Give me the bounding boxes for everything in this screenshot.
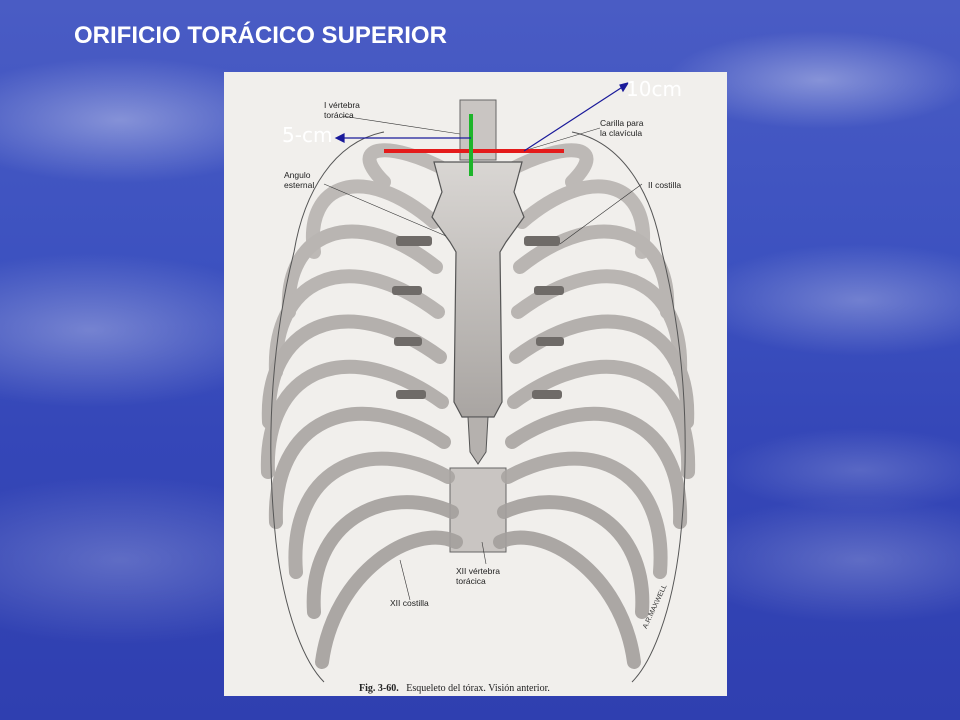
width-measure-label: 10cm	[626, 77, 682, 101]
measure-pointers	[334, 82, 630, 152]
left-ribs	[260, 143, 463, 669]
label-leader-lines	[323, 115, 643, 601]
label-twelfth-rib: XII costilla	[390, 598, 429, 608]
caption-text: Esqueleto del tórax. Visión anterior.	[406, 683, 550, 694]
costal-cartilage-accents	[392, 236, 564, 399]
label-clavicle-facet: Carilla para la clavícula	[600, 118, 644, 138]
rib-cage-illustration	[260, 82, 696, 683]
slide-title: ORIFICIO TORÁCICO SUPERIOR	[74, 22, 447, 49]
label-second-rib: II costilla	[648, 180, 682, 190]
label-twelfth-thoracic-vertebra: XII vértebra torácica	[456, 566, 500, 586]
caption-figure-number: Fig. 3-60.	[359, 683, 399, 694]
label-sternal-angle: Angulo esternal	[284, 170, 315, 190]
sternum	[431, 161, 525, 418]
xiphoid-process	[467, 416, 489, 465]
label-first-thoracic-vertebra: I vértebra torácica	[324, 100, 360, 120]
figure-caption: Fig. 3-60. Esqueleto del tórax. Visión a…	[359, 683, 550, 694]
depth-measure-label: 5-cm	[282, 123, 333, 147]
right-ribs	[493, 143, 696, 669]
thorax-figure: I vértebra torácica Carilla para la clav…	[224, 72, 727, 696]
rib-outlines	[270, 131, 686, 683]
